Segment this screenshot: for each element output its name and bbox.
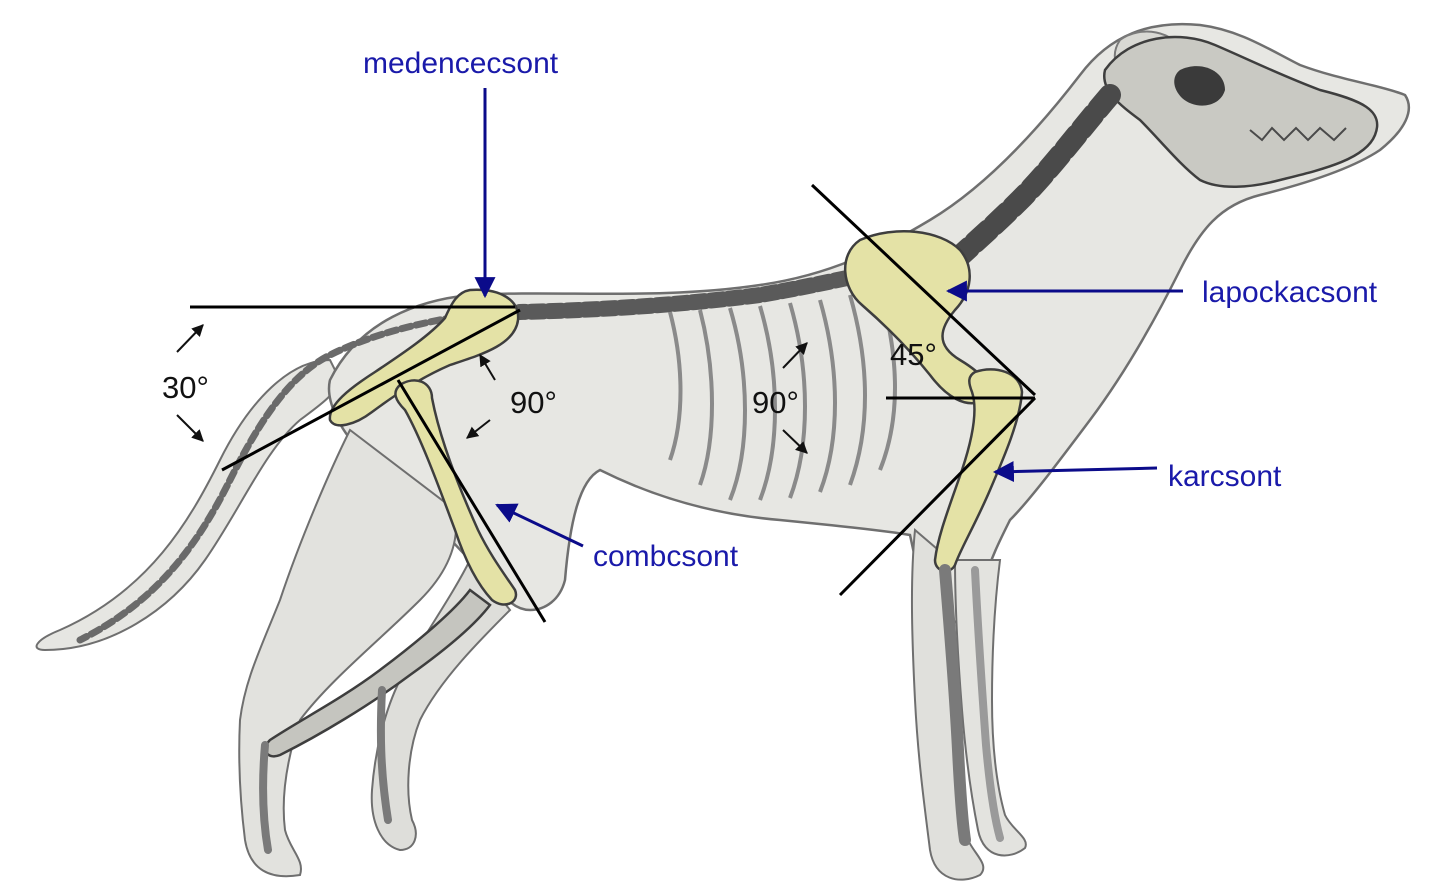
angle-label-45: 45°: [890, 337, 937, 372]
femur-label: combcsont: [593, 540, 739, 573]
scapula-label: lapockacsont: [1202, 276, 1378, 309]
angle-label-30: 30°: [162, 370, 209, 405]
humerus-label: karcsont: [1168, 460, 1282, 493]
arrow-30-up: [177, 325, 203, 352]
pelvis-label: medencecsont: [363, 47, 559, 80]
angle-label-shoulder-90: 90°: [752, 385, 799, 420]
arrow-30-down: [177, 415, 203, 441]
angle-label-hip-90: 90°: [510, 385, 557, 420]
